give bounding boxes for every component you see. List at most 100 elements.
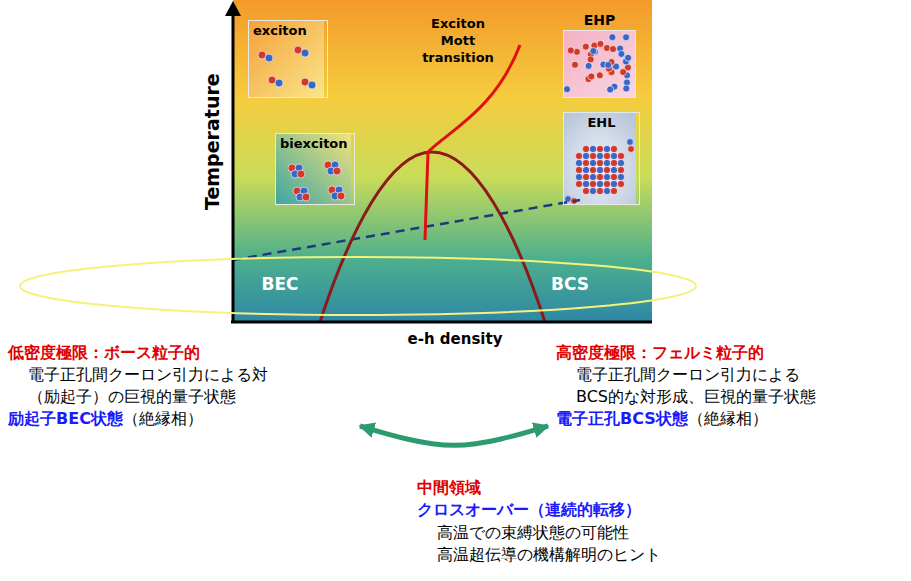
state-note: （絶縁相） — [123, 408, 203, 430]
particle — [603, 180, 610, 187]
note-line: 高温での束縛状態の可能性 — [437, 522, 737, 544]
phase-dome — [320, 152, 545, 322]
particle — [610, 180, 617, 187]
block-body: 電子正孔間クーロン引力による BCS的な対形成、巨視的量子状態 — [576, 364, 824, 408]
particle — [582, 159, 589, 166]
particle — [603, 159, 610, 166]
particle — [603, 166, 610, 173]
particle — [603, 152, 610, 159]
transition-label: Exciton Mott transition — [418, 15, 498, 66]
exciton-box: exciton — [248, 20, 328, 98]
mott-curve — [425, 45, 520, 240]
particle — [610, 173, 617, 180]
particle — [575, 159, 582, 166]
box-label: EHP — [564, 12, 635, 28]
particle — [596, 173, 603, 180]
ellipse-outline — [18, 255, 698, 317]
ehp-picture — [563, 30, 636, 98]
block-heading: 高密度極限：フェルミ粒子的 — [556, 342, 903, 364]
particle — [582, 152, 589, 159]
plot-ground — [233, 0, 652, 322]
particle — [610, 166, 617, 173]
x-axis — [231, 321, 652, 324]
particle — [275, 79, 283, 87]
particle — [605, 61, 612, 68]
particle — [627, 139, 634, 146]
particle — [617, 173, 624, 180]
block-heading: 低密度極限：ボース粒子的 — [8, 342, 352, 364]
particle — [623, 34, 630, 41]
ehp-box: EHP — [563, 30, 636, 98]
particle — [337, 192, 345, 200]
state-name: 励起子BEC状態 — [8, 408, 123, 430]
particle — [603, 173, 610, 180]
particle — [596, 159, 603, 166]
particle — [617, 152, 624, 159]
crossover-label: クロスオーバー（連続的転移） — [417, 499, 717, 521]
particle — [617, 166, 624, 173]
particle — [596, 145, 603, 152]
particle — [589, 180, 596, 187]
particle — [617, 159, 624, 166]
particle — [333, 167, 341, 175]
regime-label: BCS — [551, 274, 589, 294]
particle — [575, 180, 582, 187]
particle — [603, 145, 610, 152]
particle — [610, 145, 617, 152]
biexciton-box: biexciton — [275, 133, 355, 205]
particle — [596, 152, 603, 159]
particle — [596, 180, 603, 187]
particle — [603, 44, 610, 51]
particle — [607, 86, 614, 93]
y-axis-arrow — [225, 1, 241, 16]
particle — [302, 193, 310, 201]
particle — [596, 187, 603, 194]
box-label: biexciton — [276, 134, 354, 153]
particle — [297, 170, 305, 178]
particle — [589, 152, 596, 159]
note-line: 高温超伝導の機構解明のヒント — [437, 544, 737, 566]
box-label: EHL — [564, 113, 639, 132]
particle — [596, 166, 603, 173]
particle — [589, 166, 596, 173]
particle — [589, 145, 596, 152]
particle — [589, 187, 596, 194]
particle — [610, 187, 617, 194]
particle — [582, 145, 589, 152]
particle — [625, 54, 632, 61]
particle — [585, 62, 592, 69]
y-axis — [232, 12, 235, 322]
low-density-block: 低密度極限：ボース粒子的電子正孔間クーロン引力による対 （励起子）の巨視的量子状… — [8, 342, 360, 430]
particle — [571, 61, 578, 68]
high-density-block: 高密度極限：フェルミ粒子的電子正孔間クーロン引力による BCS的な対形成、巨視的… — [548, 342, 903, 430]
middle-heading: 中間領域 — [417, 477, 617, 499]
particle — [596, 72, 603, 79]
particle — [597, 40, 604, 47]
particle — [609, 34, 616, 41]
dashed-line — [233, 200, 580, 260]
state-note: （絶縁相） — [688, 408, 768, 430]
ellipse-shape — [20, 257, 696, 315]
particle — [587, 56, 594, 63]
particle — [582, 173, 589, 180]
particle — [610, 46, 617, 53]
particle — [582, 43, 589, 50]
particle — [582, 180, 589, 187]
state-name: 電子正孔BCS状態 — [556, 408, 688, 430]
particle — [301, 49, 309, 57]
particle — [603, 187, 610, 194]
particle — [589, 173, 596, 180]
particle — [610, 159, 617, 166]
bec-bcs-ellipse: BEC BCS — [18, 255, 698, 317]
particle — [575, 152, 582, 159]
particle — [582, 187, 589, 194]
axis-title: e-h density — [390, 328, 520, 350]
particle — [618, 50, 625, 57]
regime-label: BEC — [261, 274, 298, 294]
particle — [620, 69, 627, 76]
box-label: exciton — [249, 21, 327, 40]
particle — [628, 146, 635, 153]
particle — [582, 166, 589, 173]
